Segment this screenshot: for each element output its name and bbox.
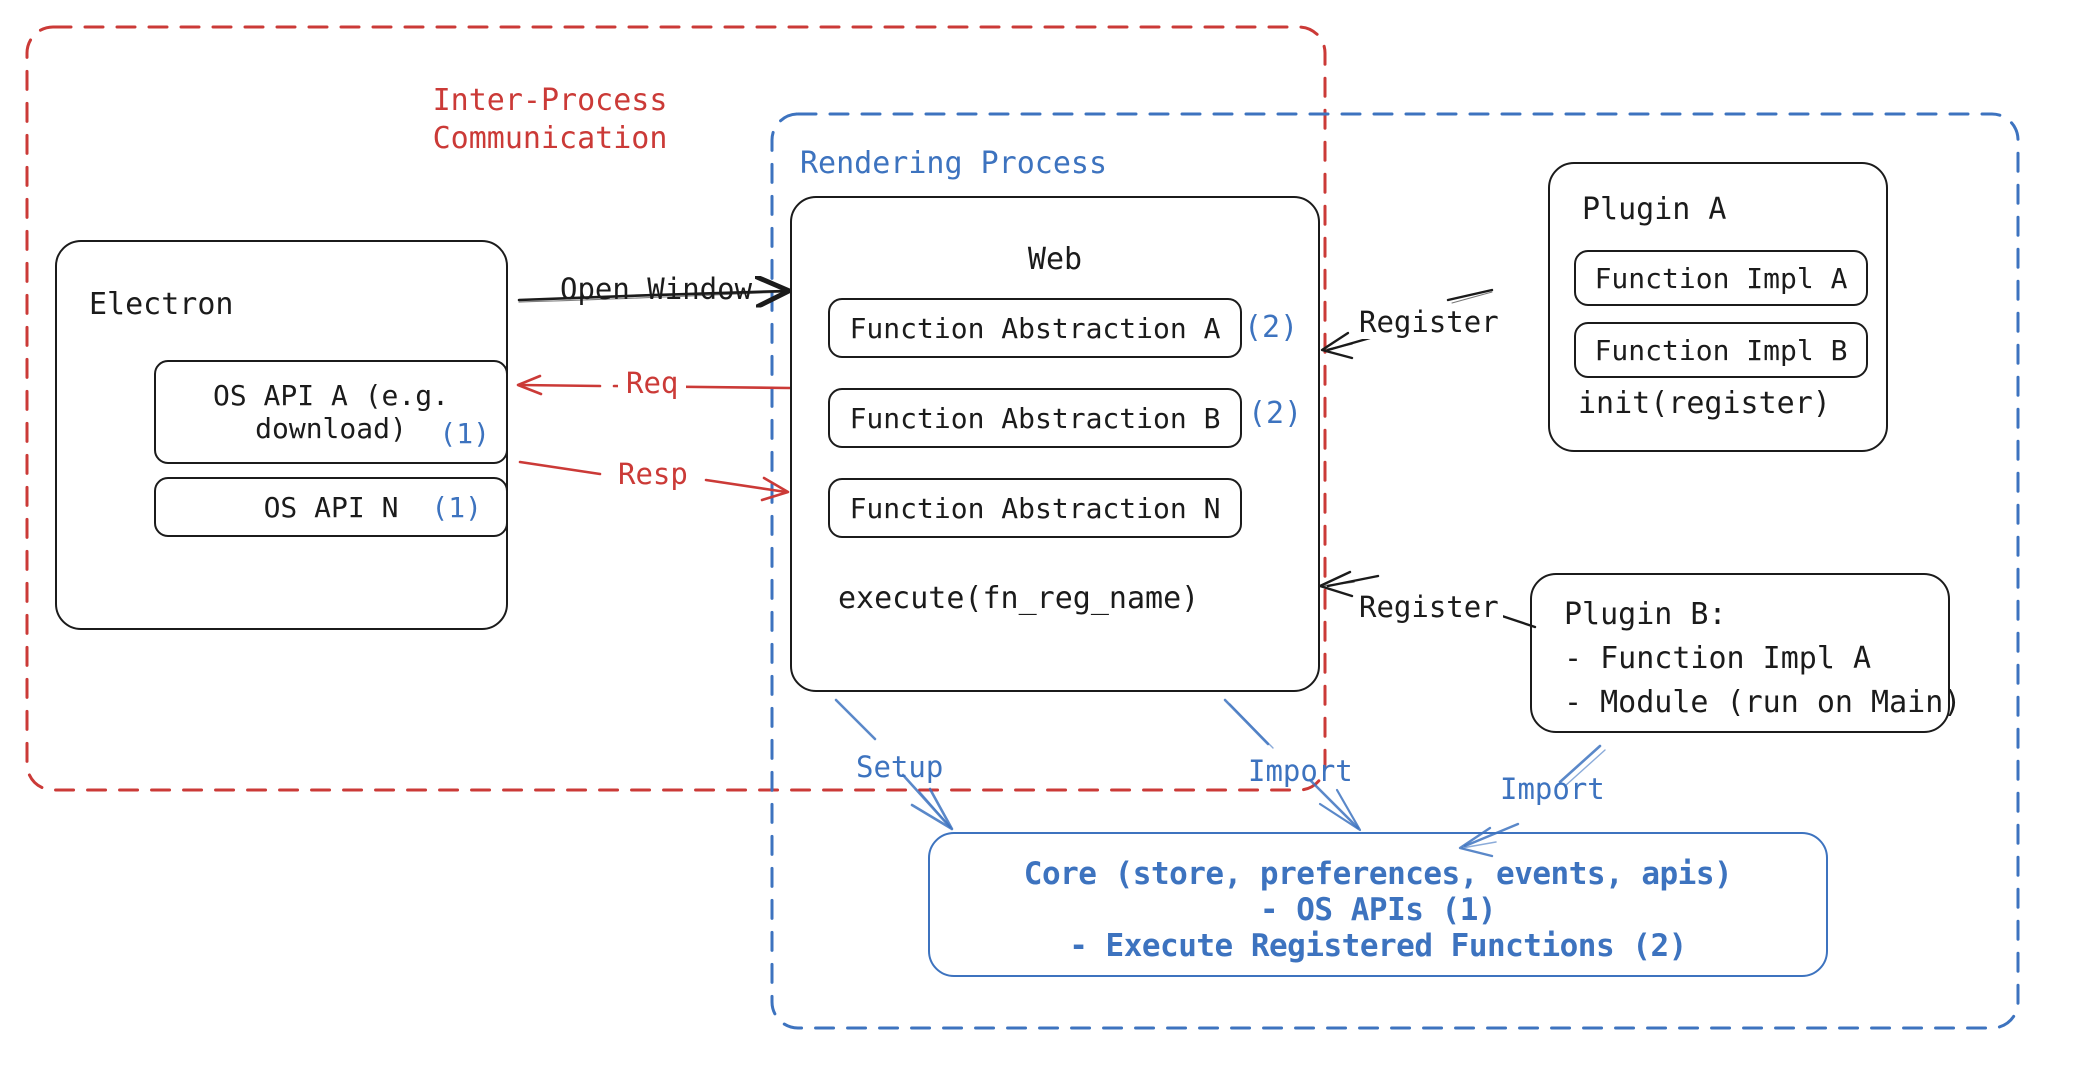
electron-item-os-api-n[interactable]: OS API N (1) <box>154 477 508 537</box>
web-item-fn-abstraction-a-label: Function Abstraction A <box>849 311 1221 345</box>
electron-item-os-api-n-label: OS API N <box>263 490 399 524</box>
web-item-fn-abstraction-a-badge: (2) <box>1244 310 1299 345</box>
node-plugin-a[interactable]: Plugin A Function Impl A Function Impl B… <box>1548 162 1888 452</box>
plugin-a-item-function-impl-b-label: Function Impl B <box>1594 333 1848 367</box>
plugin-b-line-title: Plugin B: <box>1564 597 1727 632</box>
plugin-a-item-function-impl-a[interactable]: Function Impl A <box>1574 250 1868 306</box>
plugin-a-title: Plugin A <box>1582 192 1727 227</box>
node-core[interactable]: Core (store, preferences, events, apis) … <box>928 832 1828 977</box>
electron-item-os-api-a-label: OS API A (e.g. download) <box>212 379 449 445</box>
rendering-region-label: Rendering Process <box>800 146 1108 181</box>
plugin-a-item-function-impl-a-label: Function Impl A <box>1594 261 1848 295</box>
web-item-fn-abstraction-n-label: Function Abstraction N <box>849 491 1221 525</box>
edge-label-import-web: Import <box>1248 754 1353 788</box>
electron-title: Electron <box>89 287 234 322</box>
web-item-fn-abstraction-b-badge: (2) <box>1248 396 1303 431</box>
node-web[interactable]: Web Function Abstraction A (2) Function … <box>790 196 1320 692</box>
edge-label-resp: Resp <box>610 457 696 491</box>
edge-label-setup: Setup <box>856 750 944 784</box>
plugin-a-footer-init: init(register) <box>1578 386 1831 421</box>
plugin-b-line-module: - Module (run on Main) <box>1564 685 1962 720</box>
edge-label-open-window: Open Window <box>560 272 753 306</box>
web-footer-execute: execute(fn_reg_name) <box>838 581 1200 616</box>
ipc-region-label: Inter-Process Communication <box>432 83 668 157</box>
plugin-b-line-function-impl-a: - Function Impl A <box>1564 641 1872 676</box>
edge-label-import-plugin-b: Import <box>1500 772 1605 806</box>
edge-label-register-plugin-a: Register <box>1355 305 1503 339</box>
web-item-fn-abstraction-b-label: Function Abstraction B <box>849 401 1221 435</box>
web-item-fn-abstraction-n[interactable]: Function Abstraction N <box>828 478 1242 538</box>
electron-item-os-api-a[interactable]: OS API A (e.g. download) (1) <box>154 360 508 464</box>
plugin-a-item-function-impl-b[interactable]: Function Impl B <box>1574 322 1868 378</box>
edge-label-register-plugin-b: Register <box>1355 590 1503 624</box>
node-plugin-b[interactable]: Plugin B: - Function Impl A - Module (ru… <box>1530 573 1961 733</box>
core-line-title: Core (store, preferences, events, apis) <box>1023 856 1733 892</box>
electron-item-os-api-a-badge: (1) <box>439 417 490 450</box>
web-title: Web <box>1027 242 1083 277</box>
core-line-os-apis: - OS APIs (1) <box>1259 892 1497 928</box>
node-electron[interactable]: Electron OS API A (e.g. download) (1) OS… <box>55 240 508 630</box>
edge-label-req: Req <box>618 366 687 400</box>
web-item-fn-abstraction-b[interactable]: Function Abstraction B <box>828 388 1242 448</box>
electron-item-os-api-n-badge: (1) <box>431 491 482 524</box>
core-line-execute-registered: - Execute Registered Functions (2) <box>1069 928 1687 964</box>
web-item-fn-abstraction-a[interactable]: Function Abstraction A <box>828 298 1242 358</box>
